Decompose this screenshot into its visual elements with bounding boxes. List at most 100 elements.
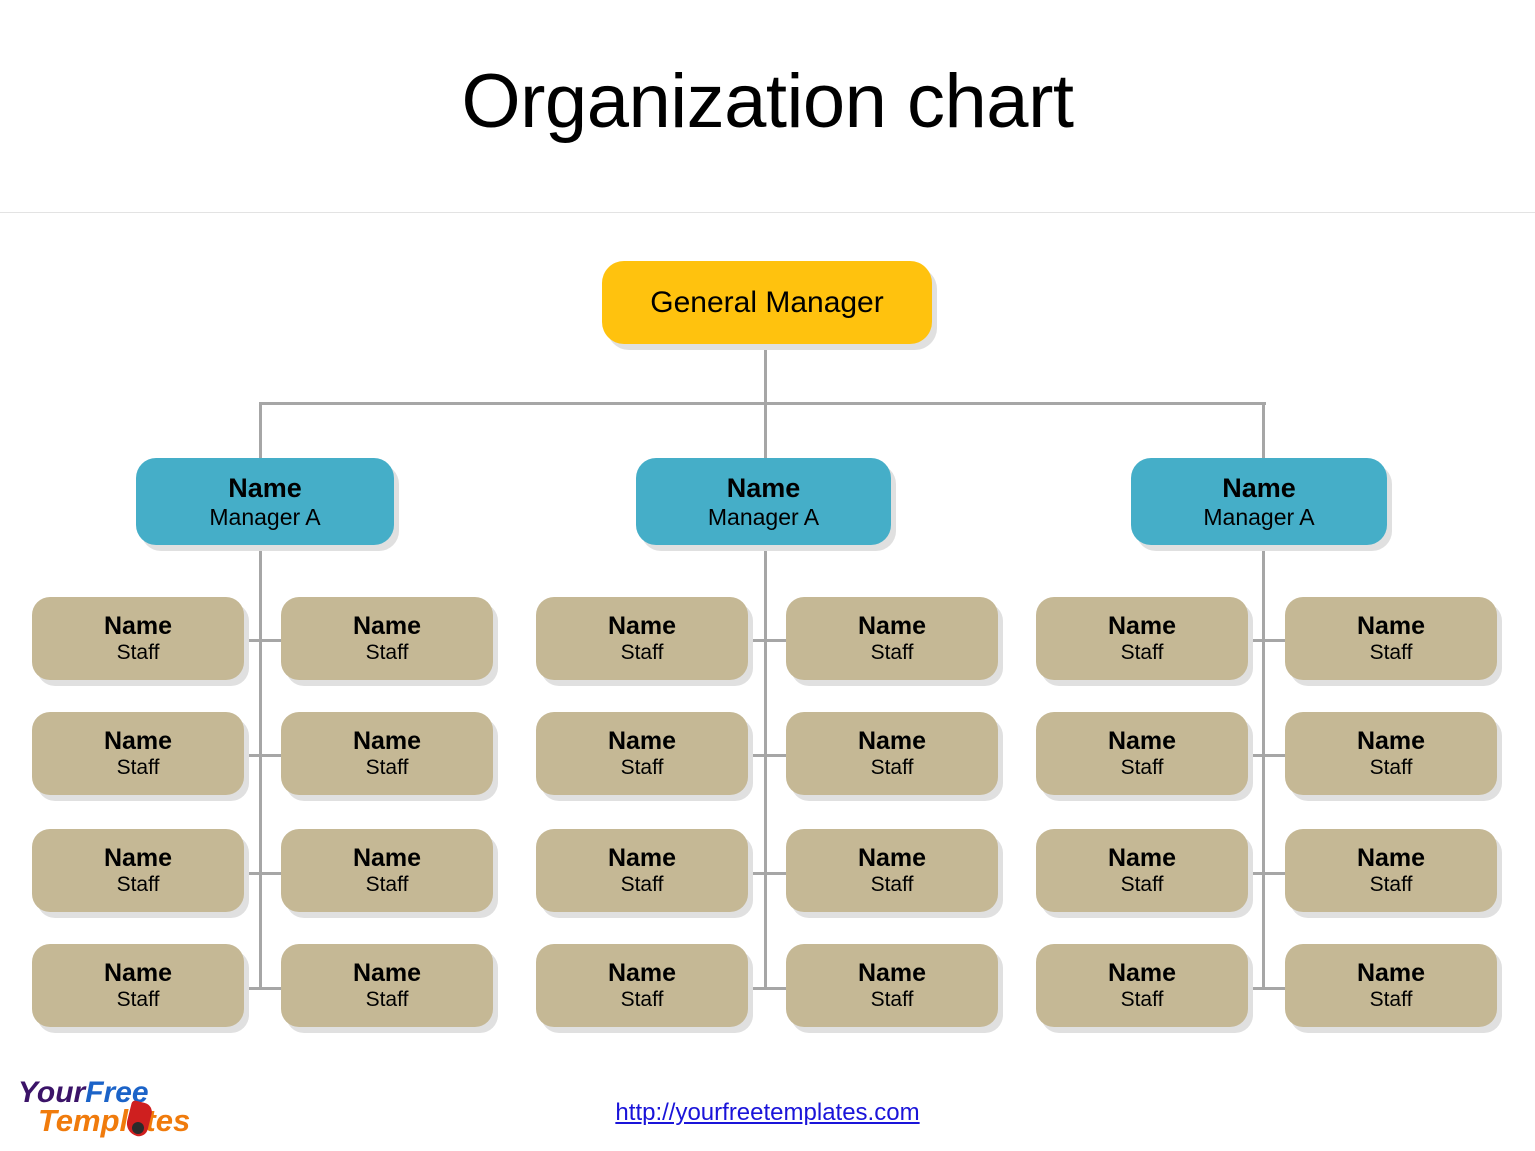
node-staff-b1-r1-right[interactable]: Name Staff xyxy=(281,597,493,680)
node-manager-3-role: Manager A xyxy=(1203,503,1315,530)
connector-spine-branch-3 xyxy=(1262,545,1265,990)
connector-rung-b2-r4 xyxy=(748,987,796,990)
node-staff-role: Staff xyxy=(1369,755,1413,779)
node-staff-name: Name xyxy=(607,611,677,640)
logo-word-templates: Templates xyxy=(38,1103,191,1138)
connector-spine-branch-2 xyxy=(764,545,767,990)
node-staff-b1-r4-right[interactable]: Name Staff xyxy=(281,944,493,1027)
node-staff-b1-r1-left[interactable]: Name Staff xyxy=(32,597,244,680)
node-staff-b3-r1-right[interactable]: Name Staff xyxy=(1285,597,1497,680)
node-staff-b3-r2-right[interactable]: Name Staff xyxy=(1285,712,1497,795)
node-staff-name: Name xyxy=(1356,726,1426,755)
node-staff-name: Name xyxy=(1107,611,1177,640)
node-manager-2[interactable]: Name Manager A xyxy=(636,458,891,545)
node-staff-name: Name xyxy=(607,843,677,872)
connector-drop-branch-1 xyxy=(259,402,262,460)
node-staff-name: Name xyxy=(1107,843,1177,872)
node-staff-role: Staff xyxy=(620,872,664,896)
connector-rung-b3-r2 xyxy=(1246,754,1294,757)
node-staff-b3-r3-left[interactable]: Name Staff xyxy=(1036,829,1248,912)
node-staff-role: Staff xyxy=(1120,872,1164,896)
node-staff-b1-r3-left[interactable]: Name Staff xyxy=(32,829,244,912)
logo-dot-icon xyxy=(132,1122,144,1134)
node-staff-b3-r4-right[interactable]: Name Staff xyxy=(1285,944,1497,1027)
logo-word-your: Your xyxy=(18,1076,86,1109)
node-staff-role: Staff xyxy=(1120,755,1164,779)
node-staff-role: Staff xyxy=(365,872,409,896)
node-staff-b2-r3-left[interactable]: Name Staff xyxy=(536,829,748,912)
connector-rung-b3-r3 xyxy=(1246,872,1294,875)
yourfreetemplates-logo: YourFree Templates xyxy=(8,1078,223,1148)
node-staff-b1-r4-left[interactable]: Name Staff xyxy=(32,944,244,1027)
node-staff-b3-r2-left[interactable]: Name Staff xyxy=(1036,712,1248,795)
node-staff-b3-r4-left[interactable]: Name Staff xyxy=(1036,944,1248,1027)
node-staff-name: Name xyxy=(857,843,927,872)
connector-rung-b1-r3 xyxy=(243,872,291,875)
node-manager-1[interactable]: Name Manager A xyxy=(136,458,394,545)
node-staff-role: Staff xyxy=(116,640,160,664)
node-staff-b1-r2-right[interactable]: Name Staff xyxy=(281,712,493,795)
node-staff-name: Name xyxy=(1356,611,1426,640)
node-general-manager[interactable]: General Manager xyxy=(602,261,932,344)
connector-manager-bus xyxy=(259,402,1266,405)
node-staff-name: Name xyxy=(1356,843,1426,872)
node-staff-name: Name xyxy=(352,843,422,872)
node-staff-role: Staff xyxy=(620,640,664,664)
connector-rung-b2-r1 xyxy=(748,639,796,642)
connector-rung-b1-r1 xyxy=(243,639,291,642)
connector-rung-b3-r1 xyxy=(1246,639,1294,642)
node-staff-role: Staff xyxy=(870,987,914,1011)
node-staff-b2-r4-left[interactable]: Name Staff xyxy=(536,944,748,1027)
logo-line-2: Templates xyxy=(38,1105,190,1136)
node-staff-b2-r3-right[interactable]: Name Staff xyxy=(786,829,998,912)
node-staff-name: Name xyxy=(857,726,927,755)
node-staff-role: Staff xyxy=(1369,640,1413,664)
node-staff-b2-r1-right[interactable]: Name Staff xyxy=(786,597,998,680)
node-staff-role: Staff xyxy=(870,872,914,896)
node-staff-name: Name xyxy=(857,958,927,987)
node-staff-name: Name xyxy=(352,611,422,640)
connector-rung-b2-r3 xyxy=(748,872,796,875)
node-staff-b2-r4-right[interactable]: Name Staff xyxy=(786,944,998,1027)
page-title: Organization chart xyxy=(461,59,1075,144)
node-staff-name: Name xyxy=(352,958,422,987)
node-staff-b2-r2-right[interactable]: Name Staff xyxy=(786,712,998,795)
node-staff-role: Staff xyxy=(116,872,160,896)
title-divider xyxy=(0,212,1535,213)
node-manager-3-name: Name xyxy=(1222,472,1296,503)
connector-rung-b3-r4 xyxy=(1246,987,1294,990)
node-manager-2-role: Manager A xyxy=(707,503,820,530)
connector-rung-b2-r2 xyxy=(748,754,796,757)
node-staff-b1-r3-right[interactable]: Name Staff xyxy=(281,829,493,912)
node-staff-b3-r1-left[interactable]: Name Staff xyxy=(1036,597,1248,680)
connector-drop-branch-2 xyxy=(764,402,767,460)
node-staff-role: Staff xyxy=(870,755,914,779)
node-staff-name: Name xyxy=(1356,958,1426,987)
node-staff-name: Name xyxy=(1107,726,1177,755)
footer-url[interactable]: http://yourfreetemplates.com xyxy=(0,1099,1535,1127)
node-staff-name: Name xyxy=(1107,958,1177,987)
node-staff-b1-r2-left[interactable]: Name Staff xyxy=(32,712,244,795)
node-manager-1-role: Manager A xyxy=(209,503,321,530)
connector-gm-stem xyxy=(764,344,767,404)
node-staff-name: Name xyxy=(103,843,173,872)
node-staff-role: Staff xyxy=(365,640,409,664)
node-staff-role: Staff xyxy=(1369,987,1413,1011)
node-general-manager-label: General Manager xyxy=(650,286,884,319)
node-manager-3[interactable]: Name Manager A xyxy=(1131,458,1387,545)
node-staff-b3-r3-right[interactable]: Name Staff xyxy=(1285,829,1497,912)
node-manager-2-name: Name xyxy=(726,472,801,503)
node-staff-role: Staff xyxy=(870,640,914,664)
connector-spine-branch-1 xyxy=(259,545,262,990)
node-staff-name: Name xyxy=(607,726,677,755)
node-staff-role: Staff xyxy=(1369,872,1413,896)
node-manager-1-name: Name xyxy=(228,472,302,503)
node-staff-role: Staff xyxy=(620,755,664,779)
node-staff-role: Staff xyxy=(116,755,160,779)
node-staff-name: Name xyxy=(103,611,173,640)
node-staff-b2-r2-left[interactable]: Name Staff xyxy=(536,712,748,795)
connector-rung-b1-r4 xyxy=(243,987,291,990)
footer-url-link[interactable]: http://yourfreetemplates.com xyxy=(615,1099,920,1126)
node-staff-b2-r1-left[interactable]: Name Staff xyxy=(536,597,748,680)
